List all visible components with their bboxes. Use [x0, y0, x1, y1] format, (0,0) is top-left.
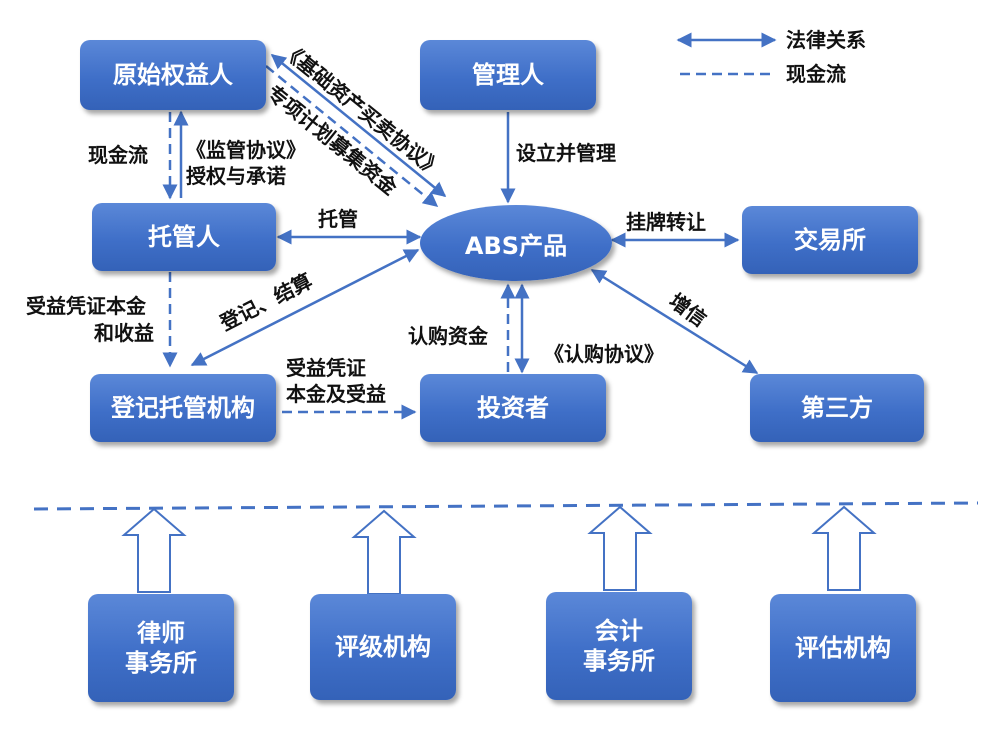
cash-flow-label: 现金流: [88, 143, 148, 167]
accounting-firm-node: 会计 事务所: [546, 592, 692, 700]
third-party-node: 第三方: [750, 374, 924, 442]
originator-node: 原始权益人: [80, 40, 266, 110]
asset-sale-arrow: [270, 54, 447, 197]
exchange-node: 交易所: [742, 206, 918, 274]
valuation-agency-node: 评估机构: [770, 594, 916, 702]
supervision-label: 《监管协议》: [186, 138, 306, 162]
listing-label: 挂牌转让: [626, 210, 706, 234]
beneficiary-principal-label: 受益凭证本金: [26, 294, 146, 318]
investor-node: 投资者: [420, 374, 606, 442]
rating-up-arrow: [351, 509, 417, 595]
registration-arrow: [190, 248, 420, 367]
legend-legal-label: 法律关系: [786, 28, 866, 52]
credit-arrow: [590, 268, 759, 375]
lawyer-up-arrow: [121, 507, 187, 593]
special-plan-arrow: [265, 65, 439, 207]
principal-income-label: 本金及受益: [286, 382, 386, 406]
abs-product-node: ABS产品: [420, 205, 612, 281]
subscription-funds-label: 认购资金: [408, 324, 488, 348]
custodian-node: 托管人: [92, 203, 276, 271]
manager-node: 管理人: [420, 40, 596, 110]
legend-cash-label: 现金流: [786, 62, 846, 86]
beneficiary-cert-label: 受益凭证: [286, 356, 366, 380]
authorization-label: 授权与承诺: [186, 164, 286, 188]
law-firm-node: 律师 事务所: [88, 594, 234, 702]
and-income-label: 和收益: [94, 321, 154, 345]
custody-label: 托管: [318, 207, 358, 231]
divider-line: [33, 501, 979, 511]
rating-agency-node: 评级机构: [310, 594, 456, 700]
accounting-up-arrow: [587, 505, 653, 591]
valuation-up-arrow: [811, 505, 877, 591]
registrar-node: 登记托管机构: [90, 374, 276, 442]
subscription-agreement-label: 《认购协议》: [544, 342, 664, 366]
setup-label: 设立并管理: [516, 141, 616, 165]
